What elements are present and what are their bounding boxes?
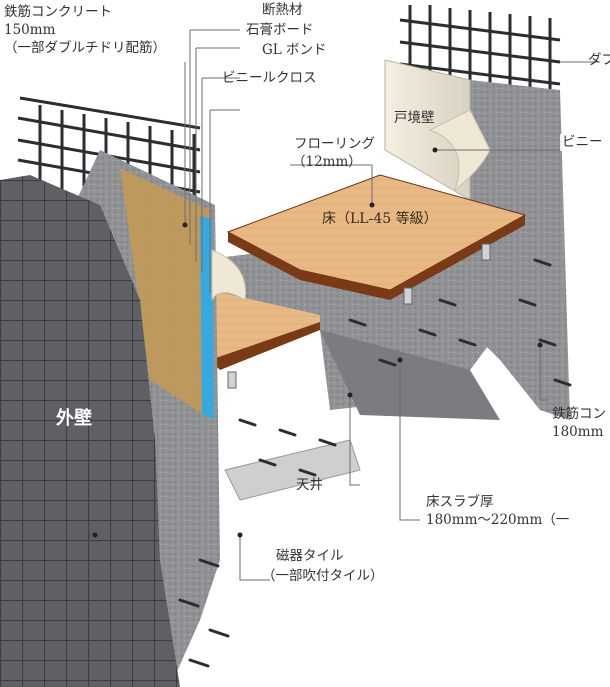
- label-porcelain-tile-note: （一部吹付タイル）: [262, 568, 384, 584]
- label-gl-bond: GL ボンド: [262, 42, 327, 58]
- label-double-right: ダブ: [588, 52, 610, 68]
- label-floor-slab: 床スラブ厚: [426, 494, 494, 510]
- floor-support-bolts: [227, 243, 491, 389]
- flooring-panel-lower: [210, 290, 320, 365]
- label-flooring-thickness: （12mm）: [292, 154, 362, 170]
- ceiling-board: [224, 439, 361, 501]
- flooring-edge-lower: [210, 322, 320, 370]
- label-gypsum-board: 石膏ボード: [246, 22, 314, 38]
- label-rc-inner: 鉄筋コン: [552, 406, 606, 422]
- slab-underside: [320, 330, 500, 420]
- leader-dots: [92, 147, 543, 538]
- label-porcelain-tile: 磁器タイル: [276, 548, 344, 564]
- rebar-ends: [178, 258, 572, 668]
- leader-lines: [184, 29, 600, 581]
- label-rc-inner-thickness: 180mm: [552, 424, 604, 440]
- insulation-layer: [120, 168, 212, 420]
- label-rc-outer-note: （一部ダブルチドリ配筋）: [4, 40, 166, 56]
- porcelain-tile-face: [0, 175, 180, 687]
- flooring-edge-upper: [228, 215, 525, 300]
- label-rc-outer: 鉄筋コンクリート: [4, 4, 112, 20]
- label-partition-wall: 戸境壁: [394, 110, 435, 126]
- label-ceiling: 天井: [296, 477, 323, 493]
- rebar-grid-right: [399, 5, 561, 126]
- label-exterior-wall: 外壁: [56, 408, 92, 429]
- label-vinyl-cloth: ビニールクロス: [222, 70, 317, 86]
- label-vinyl-right: ビニー: [560, 134, 605, 151]
- label-floor-slab-thickness: 180mm～220mm（一: [426, 512, 570, 528]
- label-floor-grade: 床（LL-45 等級）: [322, 211, 438, 227]
- label-insulation: 断熱材: [262, 2, 303, 18]
- vinyl-cloth-peel-left: [211, 249, 247, 301]
- label-rc-outer-thickness: 150mm: [4, 22, 56, 38]
- label-flooring: フローリング: [294, 136, 375, 152]
